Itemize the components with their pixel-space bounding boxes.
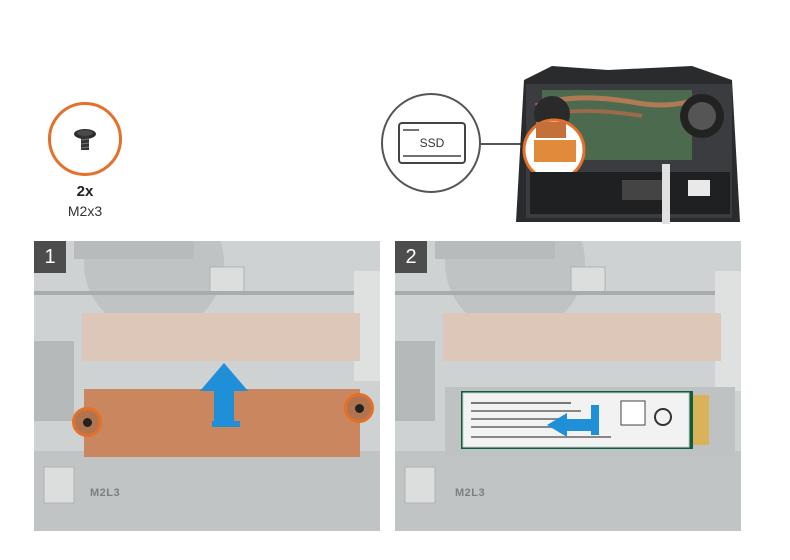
step-1-badge: 1 <box>34 241 66 273</box>
screw-highlight-right <box>344 393 374 423</box>
screw-highlight-left <box>72 407 102 437</box>
step-1-panel: M2L3 1 <box>34 241 380 531</box>
step-2-badge: 2 <box>395 241 427 273</box>
screw-size: M2x3 <box>67 203 103 219</box>
ssd-callout: SSD <box>381 93 481 193</box>
lift-arrow-icon <box>200 363 248 427</box>
ssd-icon-label: SSD <box>419 136 445 150</box>
screw-callout <box>48 102 122 176</box>
screw-icon <box>355 404 364 413</box>
board-label: M2L3 <box>90 487 121 499</box>
board-label: M2L3 <box>455 487 486 499</box>
callout-connector <box>480 143 524 145</box>
laptop-base-icon <box>516 66 740 224</box>
screw-icon <box>83 418 92 427</box>
screw-quantity: 2x <box>76 183 94 200</box>
ssd-icon <box>398 122 466 164</box>
motherboard-illustration <box>395 241 741 531</box>
screw-icon <box>74 129 96 150</box>
step-2-panel: M2L3 2 <box>395 241 741 531</box>
slide-arrow-icon <box>547 405 599 437</box>
